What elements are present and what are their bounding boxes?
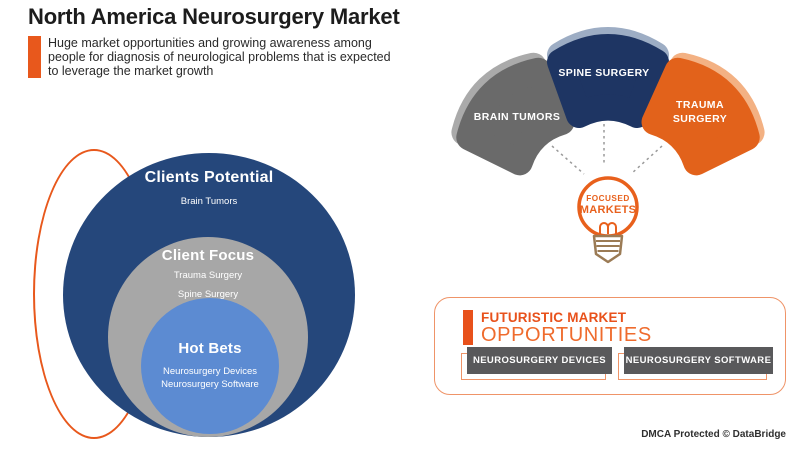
subtitle-line: to leverage the market growth: [48, 64, 214, 78]
neurosurgery-software-button[interactable]: NEUROSURGERY SOFTWARE: [624, 347, 773, 374]
petal-label-brain-tumors: BRAIN TUMORS: [474, 111, 560, 123]
panel-buttons-row: NEUROSURGERY DEVICES NEUROSURGERY SOFTWA…: [461, 347, 773, 380]
page-title: North America Neurosurgery Market: [28, 4, 400, 29]
bulb-filament: [599, 222, 617, 234]
petal-label-trauma-line1: TRAUMA: [676, 99, 724, 111]
hub-label-line1: FOCUSED: [586, 194, 630, 203]
button-outline-wrap: NEUROSURGERY SOFTWARE: [618, 347, 773, 380]
petal-label-trauma-line2: SURGERY: [673, 113, 727, 125]
petal-trauma-surgery: [641, 52, 765, 176]
circle-item: Neurosurgery Devices: [163, 366, 257, 377]
petal-label-spine-surgery: SPINE SURGERY: [558, 67, 649, 79]
button-outline-wrap: NEUROSURGERY DEVICES: [461, 347, 612, 380]
dmca-copyright-note: DMCA Protected © DataBridge: [641, 429, 786, 440]
petal-spine-surgery: [547, 27, 669, 128]
lightbulb-icon: FOCUSED MARKETS: [577, 176, 639, 264]
circle-title: Hot Bets: [178, 340, 242, 357]
client-segmentation-diagram: Clients Potential Brain Tumors Client Fo…: [33, 149, 355, 439]
petal-brain-tumors: [451, 52, 575, 176]
focused-markets-fan: BRAIN TUMORS SPINE SURGERY TRAUMA SURGER…: [451, 27, 765, 264]
panel-heading: FUTURISTIC MARKET OPPORTUNITIES: [463, 310, 652, 345]
subtitle-block: Huge market opportunities and growing aw…: [28, 36, 391, 78]
dashed-connectors: [551, 124, 663, 175]
circle-item: Neurosurgery Software: [161, 378, 259, 390]
hot-bets-circle: Hot Bets Neurosurgery Devices Neurosurge…: [141, 298, 279, 434]
subtitle-text: Huge market opportunities and growing aw…: [48, 36, 391, 78]
circle-title: Clients Potential: [144, 169, 274, 186]
circle-item: Trauma Surgery: [173, 270, 243, 281]
circle-item: Brain Tumors: [180, 196, 238, 207]
panel-heading-line1: FUTURISTIC MARKET: [481, 310, 627, 325]
circle-item: Spine Surgery: [177, 288, 239, 300]
subtitle-line: Huge market opportunities and growing aw…: [48, 36, 372, 50]
neurosurgery-devices-button[interactable]: NEUROSURGERY DEVICES: [467, 347, 612, 374]
bulb-base: [592, 234, 624, 264]
panel-accent-bar: [463, 310, 473, 345]
hub-label-line2: MARKETS: [580, 204, 637, 216]
circle-title: Client Focus: [161, 247, 255, 264]
futuristic-market-panel: FUTURISTIC MARKET OPPORTUNITIES NEUROSUR…: [434, 297, 786, 395]
subtitle-line: people for diagnosis of neurological pro…: [48, 50, 391, 64]
subtitle-accent-bar: [28, 36, 41, 78]
panel-heading-line2: OPPORTUNITIES: [481, 324, 652, 346]
